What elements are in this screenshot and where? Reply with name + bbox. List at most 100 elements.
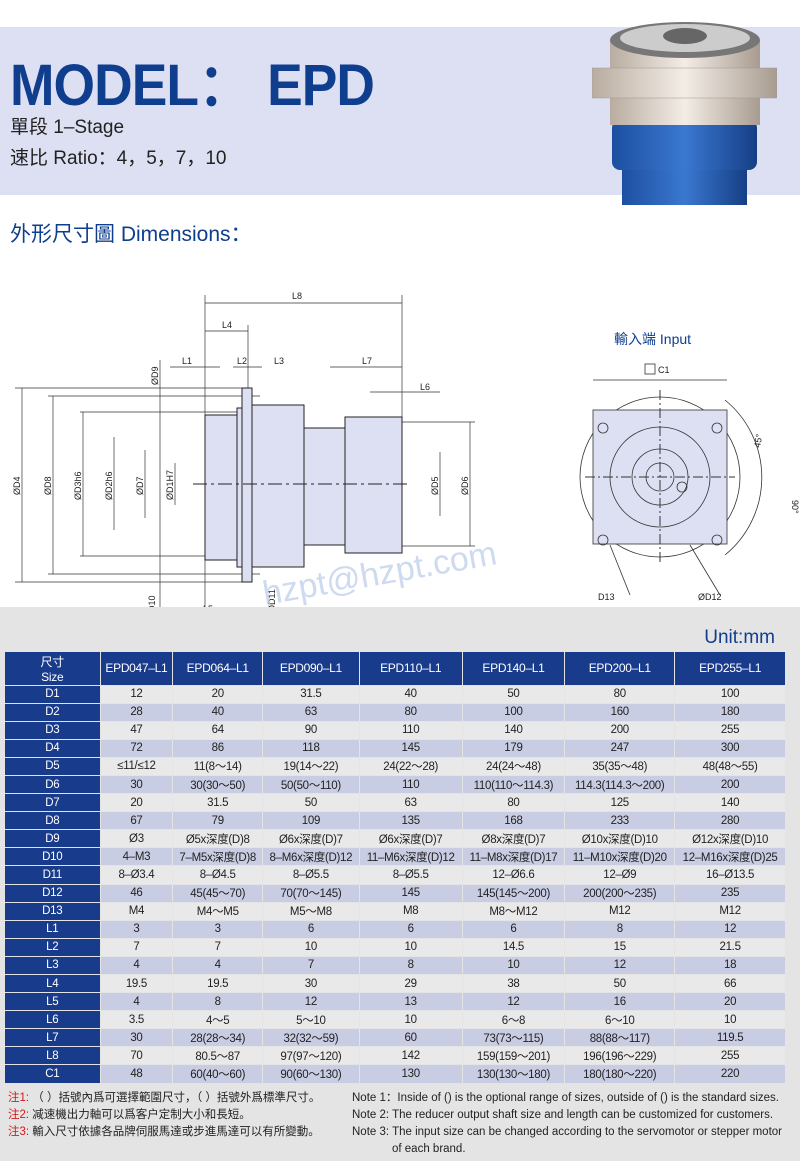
table-cell: Ø10x深度(D)10 bbox=[564, 829, 676, 849]
table-cell: 145 bbox=[359, 884, 463, 903]
table-cell: Ø3 bbox=[100, 829, 174, 849]
table-cell: 247 bbox=[564, 739, 676, 758]
label-d1: ØD1H7 bbox=[165, 470, 175, 500]
note-cn: 注2: 减速機出力軸可以爲客户定制大小和長短。 bbox=[8, 1107, 320, 1124]
label-d12: ØD12 bbox=[698, 592, 722, 602]
table-cell: 80.5～87 bbox=[172, 1046, 264, 1066]
note-tag: 注1: bbox=[8, 1092, 30, 1104]
table-cell: M8 bbox=[359, 902, 463, 921]
table-cell: 3.5 bbox=[100, 1010, 174, 1030]
column-header: EPD090–L1 bbox=[262, 652, 360, 686]
label-c1: C1 bbox=[658, 365, 670, 375]
table-cell: 45(45～70) bbox=[172, 884, 264, 903]
table-cell: 280 bbox=[674, 811, 786, 831]
table-cell: 6～10 bbox=[564, 1010, 676, 1030]
table-cell: 80 bbox=[564, 685, 676, 704]
table-cell: 88(88～117) bbox=[564, 1028, 676, 1048]
table-cell: 179 bbox=[462, 739, 566, 758]
table-cell: 20 bbox=[674, 992, 786, 1012]
table-cell: 255 bbox=[674, 1046, 786, 1066]
row-label: L4 bbox=[5, 974, 101, 994]
table-cell: 73(73～115) bbox=[462, 1028, 566, 1048]
table-cell: Ø5x深度(D)8 bbox=[172, 829, 264, 849]
row-label: C1 bbox=[5, 1064, 101, 1084]
table-cell: 180(180～220) bbox=[564, 1064, 676, 1084]
label-l1: L1 bbox=[182, 356, 192, 366]
table-cell: 233 bbox=[564, 811, 676, 831]
table-cell: 8–Ø4.5 bbox=[172, 865, 264, 885]
table-cell: 10 bbox=[462, 956, 566, 976]
row-label: D2 bbox=[5, 703, 101, 722]
table-cell: M12 bbox=[674, 902, 786, 921]
table-cell: 100 bbox=[462, 703, 566, 722]
row-label: L5 bbox=[5, 992, 101, 1012]
table-cell: 119.5 bbox=[674, 1028, 786, 1048]
label-d9: ØD9 bbox=[150, 366, 160, 385]
note-cn: 注1: （ ）括號內爲可選擇範圍尺寸，（ ）括號外爲標準尺寸。 bbox=[8, 1090, 320, 1107]
label-d5: ØD5 bbox=[430, 476, 440, 495]
table-cell: 14.5 bbox=[462, 938, 566, 957]
row-label: D7 bbox=[5, 793, 101, 813]
note-tag: 注2: bbox=[8, 1109, 30, 1121]
table-cell: M4～M5 bbox=[172, 902, 264, 921]
table-cell: 66 bbox=[674, 974, 786, 994]
table-cell: 15 bbox=[564, 938, 676, 957]
table-cell: 90 bbox=[262, 721, 360, 740]
column-header: EPD110–L1 bbox=[359, 652, 463, 686]
table-cell: 20 bbox=[172, 685, 264, 704]
table-cell: 8 bbox=[359, 956, 463, 976]
table-cell: 63 bbox=[359, 793, 463, 813]
row-label: D10 bbox=[5, 847, 101, 867]
table-cell: 145(145～200) bbox=[462, 884, 566, 903]
label-l7: L7 bbox=[362, 356, 372, 366]
table-cell: 38 bbox=[462, 974, 566, 994]
table-cell: 118 bbox=[262, 739, 360, 758]
table-cell: 31.5 bbox=[172, 793, 264, 813]
row-label: D9 bbox=[5, 829, 101, 849]
table-cell: 12 bbox=[462, 992, 566, 1012]
row-label: D4 bbox=[5, 739, 101, 758]
table-cell: 125 bbox=[564, 793, 676, 813]
table-cell: 40 bbox=[359, 685, 463, 704]
note-cn: 注3: 輸入尺寸依據各品牌伺服馬達或步進馬達可以有所變動。 bbox=[8, 1124, 320, 1141]
label-l6: L6 bbox=[420, 382, 430, 392]
table-cell: 130 bbox=[359, 1064, 463, 1084]
note-3-cont: of each brand. bbox=[392, 1143, 466, 1155]
table-cell: 220 bbox=[674, 1064, 786, 1084]
label-d13: D13 bbox=[598, 592, 615, 602]
table-cell: 30 bbox=[100, 1028, 174, 1048]
table-cell: 20 bbox=[100, 793, 174, 813]
notes-chinese: 注1: （ ）括號內爲可選擇範圍尺寸，（ ）括號外爲標準尺寸。注2: 减速機出力… bbox=[8, 1090, 320, 1141]
ratio-text: 速比 Ratio：4，5，7，10 bbox=[10, 148, 227, 169]
label-d7: ØD7 bbox=[135, 476, 145, 495]
table-cell: 110 bbox=[359, 721, 463, 740]
table-cell: 110 bbox=[359, 775, 463, 795]
label-d4: ØD4 bbox=[12, 476, 22, 495]
label-d3: ØD3h6 bbox=[73, 471, 83, 500]
label-l2: L2 bbox=[237, 356, 247, 366]
table-cell: 10 bbox=[359, 1010, 463, 1030]
dimensions-title: 外形尺寸圖 Dimensions： bbox=[10, 223, 252, 246]
table-cell: 130(130～180) bbox=[462, 1064, 566, 1084]
table-cell: M8～M12 bbox=[462, 902, 566, 921]
label-l4: L4 bbox=[222, 320, 232, 330]
row-label: D12 bbox=[5, 884, 101, 903]
row-label: L7 bbox=[5, 1028, 101, 1048]
table-cell: 48(48～55) bbox=[674, 757, 786, 776]
table-cell: 159(159～201) bbox=[462, 1046, 566, 1066]
table-cell: 142 bbox=[359, 1046, 463, 1066]
